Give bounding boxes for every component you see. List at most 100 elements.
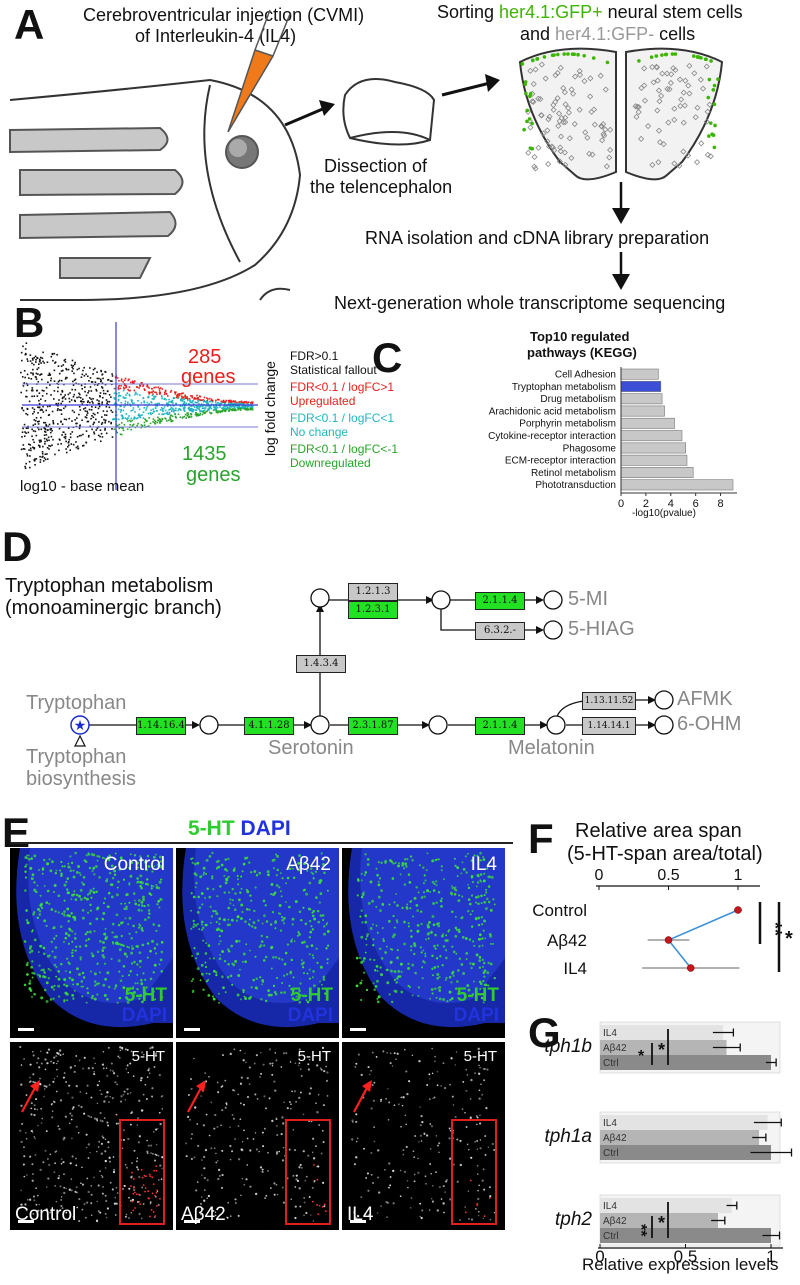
serotonin-dot <box>244 960 247 964</box>
kegg-category-label: Porphyrin metabolism <box>519 419 616 430</box>
serotonin-dot <box>318 879 321 882</box>
serotonin-dot <box>407 984 410 987</box>
grayscale-dot <box>307 1068 311 1071</box>
grayscale-dot <box>39 1168 42 1172</box>
ma-point <box>207 402 209 404</box>
serotonin-dot <box>69 855 72 858</box>
ma-point <box>184 394 187 397</box>
ma-point <box>250 403 253 406</box>
condition-label-bottom: Control <box>15 1204 77 1225</box>
serotonin-dot <box>488 932 492 936</box>
ma-point <box>122 427 124 429</box>
ma-point <box>43 430 46 433</box>
panel-e-header: 5-HT DAPI <box>188 817 291 841</box>
grayscale-dot <box>295 1174 298 1177</box>
ma-point <box>242 406 245 408</box>
serotonin-dot <box>152 885 155 888</box>
serotonin-dot <box>302 906 305 909</box>
serotonin-dot <box>160 940 164 944</box>
grayscale-dot <box>106 1074 109 1077</box>
grayscale-dot <box>130 1176 133 1179</box>
serotonin-dot <box>272 867 275 870</box>
grayscale-dot <box>281 1159 285 1162</box>
serotonin-dot <box>377 995 381 999</box>
gfp-cell <box>670 52 675 56</box>
serotonin-dot <box>138 951 142 955</box>
brain-cell <box>525 149 532 156</box>
serotonin-dot <box>240 875 243 878</box>
condition-label-bottom: IL4 <box>347 1204 374 1225</box>
serotonin-dot <box>429 890 432 894</box>
ma-point <box>130 428 133 431</box>
ma-point <box>29 466 31 469</box>
serotonin-dot <box>290 987 293 991</box>
serotonin-dot <box>236 993 240 997</box>
span-title-line2: (5-HT-span area/total) <box>567 843 763 865</box>
serotonin-dot <box>431 954 434 958</box>
serotonin-dot <box>393 978 396 981</box>
serotonin-dot <box>148 912 151 915</box>
brain-cell <box>565 104 572 112</box>
serotonin-dot <box>77 865 81 869</box>
brain-cell <box>555 122 562 130</box>
ma-point <box>35 361 37 363</box>
serotonin-dot <box>442 997 446 1001</box>
grayscale-dot <box>71 1137 73 1140</box>
grayscale-dot <box>187 1094 190 1096</box>
legend-entry-line2: Upregulated <box>290 394 356 408</box>
ma-point <box>122 386 125 389</box>
ma-point <box>201 399 203 401</box>
tph-sig-inner: * <box>638 1048 645 1065</box>
ma-point <box>154 395 157 398</box>
grayscale-dot <box>90 1193 93 1196</box>
grayscale-dot <box>489 1186 491 1189</box>
scale-bar <box>18 1028 34 1031</box>
serotonin-dot <box>146 903 150 907</box>
serotonin-dot <box>90 952 93 955</box>
gfp-cell <box>708 121 713 125</box>
ma-point <box>52 421 55 424</box>
ma-point <box>233 407 236 409</box>
serotonin-dot <box>312 956 315 959</box>
ma-point <box>88 390 90 392</box>
ma-point <box>173 404 175 407</box>
serotonin-dot <box>96 993 99 996</box>
serotonin-dot <box>463 995 466 997</box>
serotonin-dot <box>396 904 399 907</box>
grayscale-dot <box>131 1199 134 1201</box>
ma-point <box>188 400 191 402</box>
ma-point <box>117 408 120 411</box>
ma-point <box>199 399 201 402</box>
serotonin-dot <box>264 955 268 959</box>
serotonin-dot <box>326 958 329 961</box>
grayscale-dot <box>372 1099 375 1102</box>
grayscale-dot <box>112 1072 116 1075</box>
grayscale-dot <box>464 1111 466 1114</box>
serotonin-dot <box>89 903 92 907</box>
serotonin-dot <box>475 953 479 957</box>
inset-dot <box>156 1189 159 1192</box>
ma-point <box>120 414 123 417</box>
brain-cell <box>555 110 563 117</box>
grayscale-dot <box>483 1051 485 1054</box>
brain-cell <box>694 159 701 166</box>
ma-point <box>189 401 192 404</box>
serotonin-dot <box>450 997 454 1000</box>
ma-point <box>35 389 38 392</box>
grayscale-dot <box>239 1082 243 1085</box>
grayscale-dot <box>375 1056 378 1058</box>
span-category-label: Control <box>532 901 587 920</box>
grayscale-dot <box>237 1093 239 1096</box>
serotonin-dot <box>28 947 32 950</box>
serotonin-dot <box>441 934 444 938</box>
ma-point <box>138 413 140 416</box>
ma-point <box>40 439 42 442</box>
ma-point <box>49 374 51 376</box>
serotonin-dot <box>99 939 102 943</box>
serotonin-dot <box>261 922 264 925</box>
ma-point <box>120 378 123 381</box>
ma-point <box>49 405 51 408</box>
ma-point <box>26 360 29 362</box>
ma-point <box>240 402 243 405</box>
grayscale-dot <box>200 1095 202 1097</box>
